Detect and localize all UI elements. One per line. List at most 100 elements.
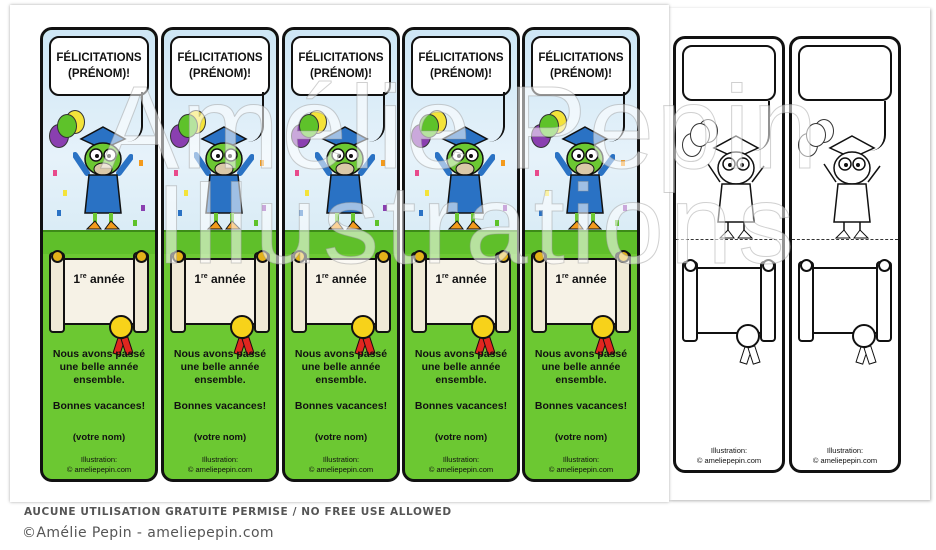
bubble-line-1: FÉLICITATIONS <box>177 52 263 64</box>
credit-l2: © ameliepepin.com <box>308 465 374 474</box>
credit-l1: Illustration: <box>80 455 118 464</box>
balloons-icon <box>531 110 571 155</box>
vacances-text: Bonnes vacances! <box>294 400 388 412</box>
credit-l2: © ameliepepin.com <box>696 456 762 465</box>
grade-sup: re <box>201 273 208 280</box>
grade-label: 1re année <box>49 272 149 286</box>
credit-l1: Illustration: <box>710 446 748 455</box>
msg-l3: ensemble. <box>194 374 246 386</box>
bubble-line-2: (PRÉNOM)! <box>310 68 372 80</box>
speech-bubble: FÉLICITATIONS (PRÉNOM)! <box>531 36 631 96</box>
coloring-bookmark: Illustration:© ameliepepin.com <box>673 36 785 473</box>
graduate-owl-outline-icon <box>823 135 881 239</box>
name-placeholder: (votre nom) <box>554 432 608 443</box>
speech-bubble-tail <box>609 92 625 142</box>
name-placeholder: (votre nom) <box>72 432 126 443</box>
graduate-owl-icon <box>73 126 133 230</box>
credit-l1: Illustration: <box>442 455 480 464</box>
bubble-line-1: FÉLICITATIONS <box>56 52 142 64</box>
speech-bubble-tail <box>248 92 264 142</box>
speech-bubble: FÉLICITATIONS (PRÉNOM)! <box>170 36 270 96</box>
grass-strip <box>525 230 637 254</box>
msg-l2: une belle année <box>301 361 381 373</box>
credit-l2: © ameliepepin.com <box>187 465 253 474</box>
grade-num: 1 <box>315 272 323 286</box>
credit-l1: Illustration: <box>826 446 864 455</box>
credit-l1: Illustration: <box>562 455 600 464</box>
speech-bubble: FÉLICITATIONS (PRÉNOM)! <box>411 36 511 96</box>
speech-bubble-tail <box>754 101 770 151</box>
diploma-scroll: 1re année <box>49 248 149 356</box>
ribbon-outline-icon <box>855 345 877 365</box>
credit-l2: © ameliepepin.com <box>66 465 132 474</box>
grade-label: 1re année <box>411 272 511 286</box>
usage-notice: AUCUNE UTILISATION GRATUITE PERMISE / NO… <box>24 506 452 518</box>
grade-word: année <box>210 272 246 286</box>
diploma-scroll: 1re année <box>170 248 270 356</box>
bw-bookmark-sheet: Illustration:© ameliepepin.com <box>669 8 930 500</box>
vacances-text: Bonnes vacances! <box>414 400 508 412</box>
diploma-scroll: 1re année <box>291 248 391 356</box>
color-bookmark: FÉLICITATIONS (PRÉNOM)! <box>282 27 400 482</box>
ground-line <box>792 239 898 240</box>
balloons-icon <box>411 110 451 155</box>
award-seal-icon <box>471 315 495 339</box>
illustration-credit: Illustration:© ameliepepin.com <box>164 455 276 475</box>
color-bookmark: FÉLICITATIONS (PRÉNOM)! <box>402 27 520 482</box>
graduate-owl-icon <box>315 126 375 230</box>
grass-strip <box>164 230 276 254</box>
msg-l2: une belle année <box>421 361 501 373</box>
credit-l2: © ameliepepin.com <box>812 456 878 465</box>
grade-sup: re <box>442 273 449 280</box>
graduate-owl-outline-icon <box>707 135 765 239</box>
msg-l1: Nous avons passé <box>294 348 388 360</box>
grade-word: année <box>571 272 607 286</box>
award-seal-outline-icon <box>736 324 760 348</box>
name-placeholder: (votre nom) <box>193 432 247 443</box>
bubble-line-1: FÉLICITATIONS <box>538 52 624 64</box>
msg-l1: Nous avons passé <box>173 348 267 360</box>
copyright-notice: ©Amélie Pepin - ameliepepin.com <box>22 525 274 541</box>
msg-l2: une belle année <box>59 361 139 373</box>
color-bookmark: FÉLICITATIONS (PRÉNOM)! <box>522 27 640 482</box>
msg-l3: ensemble. <box>315 374 367 386</box>
grade-sup: re <box>80 273 87 280</box>
credit-l1: Illustration: <box>201 455 239 464</box>
vacances-text: Bonnes vacances! <box>52 400 146 412</box>
graduate-owl-icon <box>555 126 615 230</box>
ribbon-outline-icon <box>739 345 761 365</box>
grade-label: 1re année <box>291 272 391 286</box>
diploma-scroll-outline <box>682 257 776 365</box>
credit-l2: © ameliepepin.com <box>548 465 614 474</box>
empty-speech-bubble <box>798 45 892 101</box>
award-seal-outline-icon <box>852 324 876 348</box>
diploma-scroll: 1re année <box>531 248 631 356</box>
balloons-icon <box>291 110 331 155</box>
bubble-line-1: FÉLICITATIONS <box>418 52 504 64</box>
grade-num: 1 <box>194 272 202 286</box>
grade-label: 1re année <box>170 272 270 286</box>
color-bookmark-sheet: FÉLICITATIONS (PRÉNOM)! <box>10 5 669 502</box>
bubble-line-1: FÉLICITATIONS <box>298 52 384 64</box>
speech-bubble: FÉLICITATIONS (PRÉNOM)! <box>291 36 391 96</box>
grass-strip <box>43 230 155 254</box>
diploma-scroll: 1re année <box>411 248 511 356</box>
color-bookmark: FÉLICITATIONS (PRÉNOM)! <box>40 27 158 482</box>
bubble-line-2: (PRÉNOM)! <box>68 68 130 80</box>
msg-l3: ensemble. <box>435 374 487 386</box>
grade-num: 1 <box>435 272 443 286</box>
coloring-bookmark: Illustration:© ameliepepin.com <box>789 36 901 473</box>
speech-bubble-tail <box>489 92 505 142</box>
speech-bubble-tail <box>127 92 143 142</box>
diploma-scroll-outline <box>798 257 892 365</box>
graduate-owl-icon <box>194 126 254 230</box>
bubble-line-2: (PRÉNOM)! <box>430 68 492 80</box>
grade-label: 1re année <box>531 272 631 286</box>
vacances-text: Bonnes vacances! <box>534 400 628 412</box>
name-placeholder: (votre nom) <box>314 432 368 443</box>
award-seal-icon <box>351 315 375 339</box>
award-seal-icon <box>109 315 133 339</box>
